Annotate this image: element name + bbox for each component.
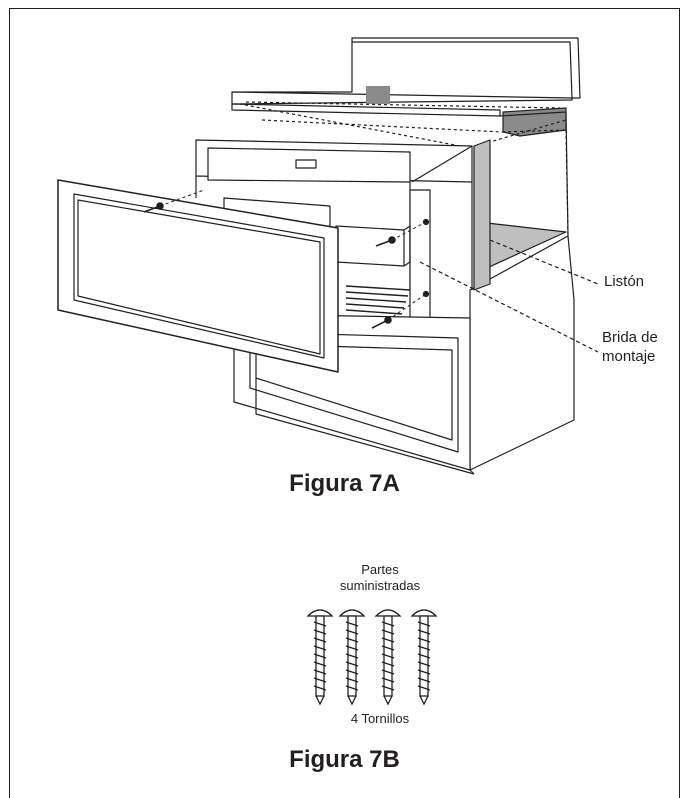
screws-count-label: 4 Tornillos [350,711,410,726]
figure-7a-title: Figura 7A [289,470,400,497]
countertop [231,40,573,105]
drawer-box [335,225,405,267]
parts-label-line1: Partes [361,562,399,577]
brida-leader [419,261,599,353]
vent-slots [345,285,411,315]
screw-icon-1 [306,609,334,706]
parts-label-line2: suministradas [339,578,421,593]
liston-strip [473,139,491,291]
page-frame [9,8,680,798]
cabinet-floor [477,221,567,273]
screw-icon-upper [143,189,205,213]
supplied-screws [306,609,438,706]
brida-label-line2: montaje [602,348,656,365]
screw-icon-2 [338,609,366,706]
shade-block-left [366,86,390,104]
figure-7b-title: Figura 7B [289,746,400,773]
brida-label-line1: Brida de [602,329,658,346]
screw-icon-4 [410,609,438,706]
liston-leader [489,239,599,285]
screw-icon-lower [371,293,427,329]
liston-label: Listón [604,273,645,290]
cabinet-body [469,111,575,471]
screw-icon-middle [375,221,427,247]
screw-icon-3 [374,609,402,706]
